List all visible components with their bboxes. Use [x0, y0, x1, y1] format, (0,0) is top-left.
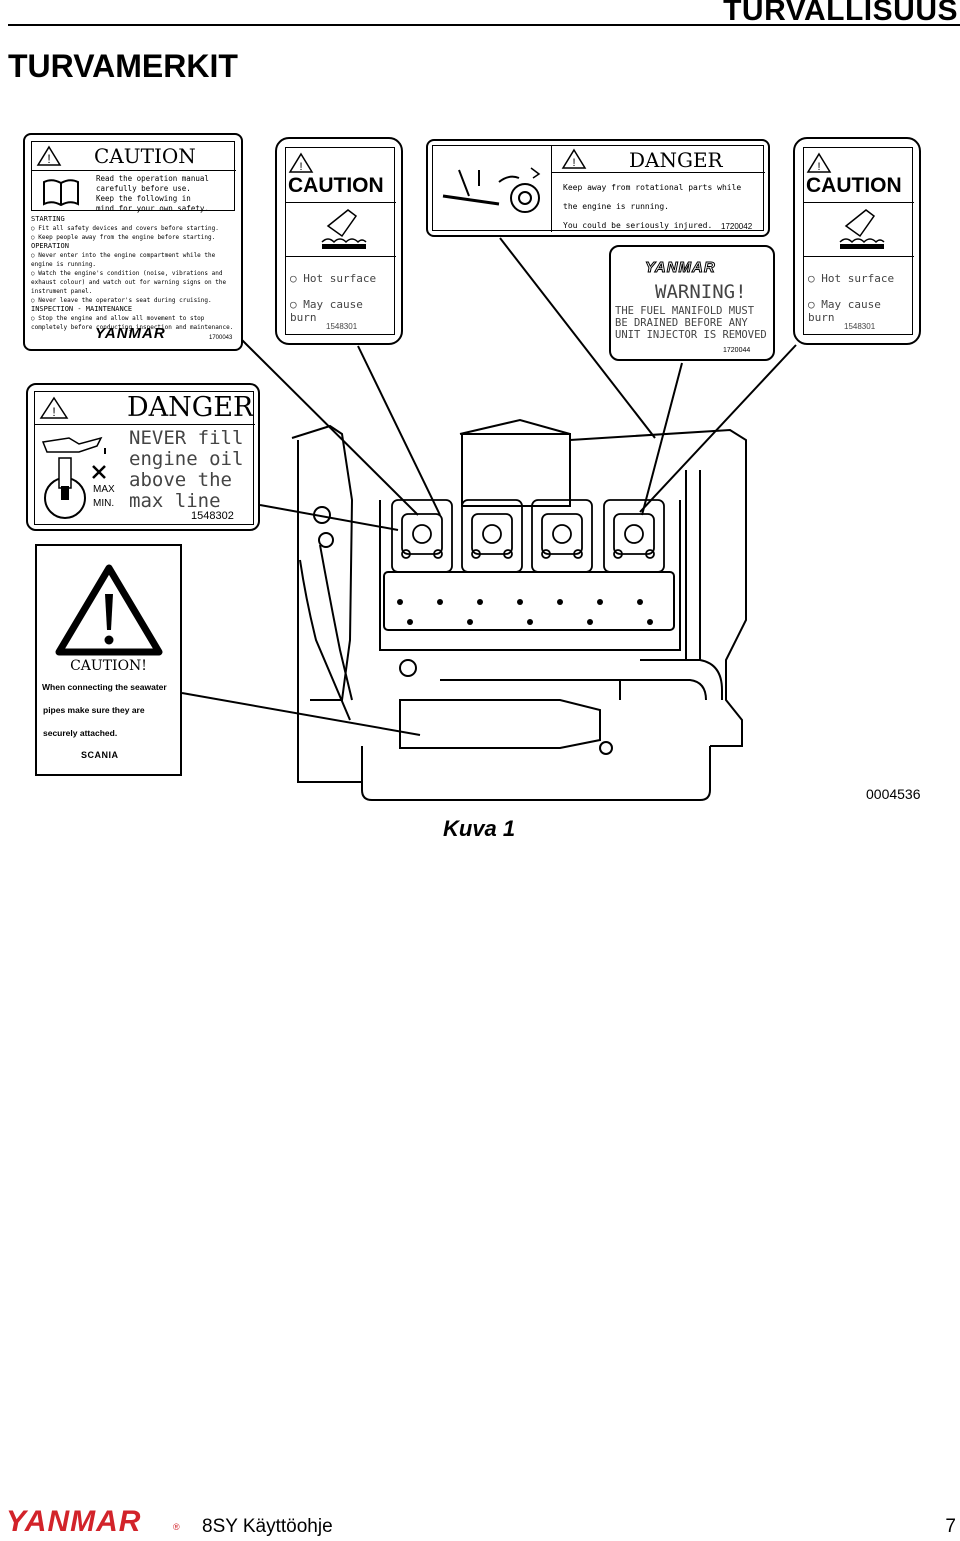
warning-triangle-icon: !	[39, 396, 69, 419]
label-code: 1548301	[844, 322, 876, 331]
warning-line: THE FUEL MANIFOLD MUST	[615, 305, 755, 317]
caution-heading: CAUTION!	[70, 658, 147, 674]
svg-text:!: !	[572, 157, 575, 169]
svg-text:!: !	[47, 152, 50, 166]
warning-line: BE DRAINED BEFORE ANY	[615, 317, 748, 329]
list-item: ○ Never enter into the engine compartmen…	[31, 252, 216, 268]
oil-line: above the	[129, 469, 232, 491]
list-item: ○ Never leave the operator's seat during…	[31, 297, 212, 304]
warning-triangle-icon	[55, 564, 163, 656]
burn-text: ○ May cause burn	[808, 298, 881, 324]
section-starting: STARTING	[31, 215, 65, 223]
intro-line: Keep the following in	[96, 194, 191, 203]
rotating-parts-icon	[442, 167, 541, 213]
yanmar-logo: YANMAR	[95, 325, 166, 342]
label-code: 1548302	[191, 510, 234, 522]
label-code: 1700043	[209, 335, 233, 341]
seawater-line-1: When connecting the seawater	[42, 682, 167, 692]
caution-heading: CAUTION	[288, 174, 384, 197]
intro-line: carefully before use.	[96, 184, 191, 193]
warning-heading: WARNING!	[655, 281, 747, 303]
warning-triangle-icon: !	[288, 152, 314, 173]
engine-drawing	[181, 237, 797, 801]
list-item: ○ Stop the engine and allow all movement…	[31, 315, 234, 331]
seawater-line-3: securely attached.	[43, 728, 118, 738]
figure-caption: Kuva 1	[443, 816, 516, 841]
registered-mark: ®	[173, 1522, 180, 1532]
book-icon	[43, 179, 79, 206]
warning-manifold-label: YANMAR WARNING! THE FUEL MANIFOLD MUST B…	[609, 245, 775, 361]
section-title: TURVALLISUUS	[723, 0, 958, 27]
oil-line: max line	[129, 490, 221, 512]
footer-doc-title: 8SY Käyttöohje	[202, 1516, 333, 1537]
section-operation: OPERATION	[31, 242, 69, 250]
oil-line: NEVER fill	[129, 427, 244, 449]
warning-triangle-icon: !	[36, 145, 62, 166]
danger-heading: DANGER	[629, 148, 723, 172]
min-text: MIN.	[93, 498, 115, 509]
page-number: 7	[945, 1516, 956, 1537]
seawater-line-2: pipes make sure they are	[43, 705, 145, 715]
label-code: 1548301	[326, 322, 358, 331]
list-item: ○ Keep people away from the engine befor…	[31, 234, 216, 241]
warning-line: UNIT INJECTOR IS REMOVED	[615, 329, 767, 341]
hot-surface-text: ○ Hot surface	[290, 272, 377, 285]
header-rule	[8, 24, 960, 26]
label-code: 1720042	[721, 222, 753, 231]
svg-text:!: !	[299, 161, 302, 173]
danger-line: Keep away from rotational parts while	[563, 183, 742, 192]
yanmar-logo: YANMAR	[645, 259, 716, 277]
svg-text:!: !	[52, 405, 55, 419]
hot-hand-icon	[321, 209, 367, 249]
hot-surface-text: ○ Hot surface	[808, 272, 895, 285]
warning-triangle-icon: !	[561, 148, 587, 169]
section-inspection: INSPECTION - MAINTENANCE	[31, 305, 133, 313]
caution-manual-label: ! CAUTION Read the operation manual care…	[23, 133, 243, 351]
yanmar-footer-logo: YANMAR	[6, 1505, 142, 1538]
leader-line	[241, 339, 419, 516]
warning-triangle-icon: !	[806, 152, 832, 173]
oil-can-icon	[41, 436, 106, 519]
list-item: ○ Watch the engine's condition (noise, v…	[31, 270, 227, 295]
danger-oil-label: ! DANGER MAX MIN. NEVER fill engine oil …	[26, 383, 260, 531]
figure-ref: 0004536	[866, 786, 921, 802]
danger-heading: DANGER	[127, 392, 254, 423]
caution-heading: CAUTION	[94, 144, 196, 168]
danger-rotational-label: ! DANGER Keep away from rotational parts…	[426, 139, 770, 237]
hot-hand-icon	[839, 209, 885, 249]
scania-logo: SCANIA	[81, 750, 119, 760]
oil-line: engine oil	[129, 448, 244, 470]
intro-line: Read the operation manual	[96, 174, 209, 183]
burn-text: ○ May cause burn	[290, 298, 363, 324]
caution-hot-left-label: ! CAUTION ○ Hot surface ○ May cause burn…	[275, 137, 403, 345]
caution-heading: CAUTION	[806, 174, 902, 197]
danger-line: the engine is running.	[563, 202, 669, 211]
caution-hot-right-label: ! CAUTION ○ Hot surface ○ May cause burn…	[793, 137, 921, 345]
caution-seawater-label: CAUTION! When connecting the seawater pi…	[35, 544, 182, 776]
max-text: MAX	[93, 484, 115, 495]
label-code: 1720044	[723, 347, 751, 354]
leader-line	[357, 345, 441, 516]
svg-text:!: !	[817, 161, 820, 173]
intro-line: mind for your own safety.	[96, 204, 209, 213]
list-item: ○ Fit all safety devices and covers befo…	[31, 225, 219, 232]
page-title: TURVAMERKIT	[8, 48, 238, 84]
danger-line: You could be seriously injured.	[563, 221, 713, 230]
